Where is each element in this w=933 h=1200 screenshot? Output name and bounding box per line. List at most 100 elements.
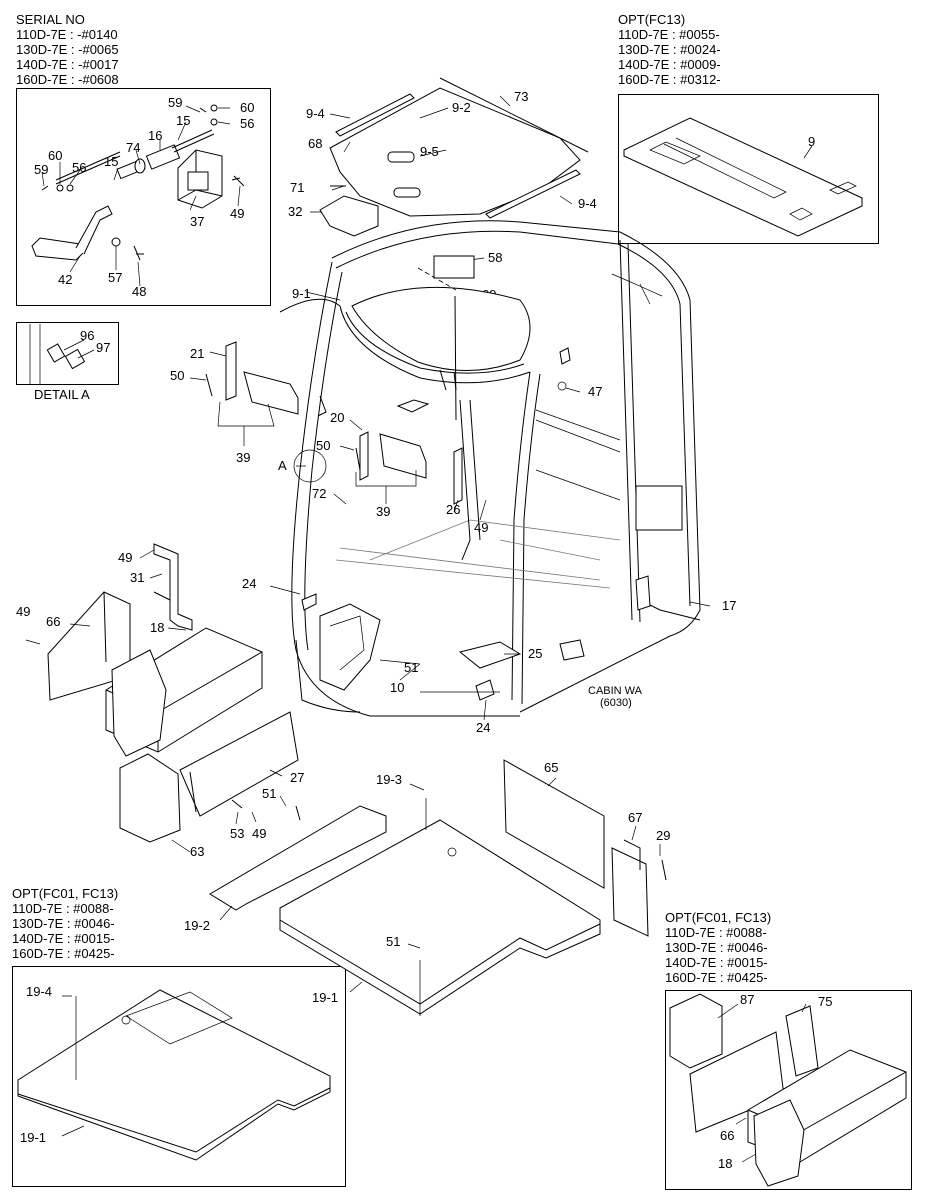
- opt-fc01-left-floor: 19-4 19-1: [17, 984, 331, 1161]
- opt-fc01-right-line: 160D-7E : #0425-: [665, 970, 768, 985]
- opt-fc13-title: OPT(FC13): [618, 12, 686, 27]
- opt-fc01-right-console: 87 75 66 18: [669, 992, 907, 1187]
- callout-9-1: 9-1: [292, 286, 311, 301]
- callout-56: 56: [240, 116, 254, 131]
- pedal-assembly: [31, 104, 245, 261]
- callout-19-3: 19-3: [376, 772, 402, 787]
- detail-a-view: 96 97: [29, 324, 110, 384]
- opt-fc01-left-block: OPT(FC01, FC13)110D-7E : #0088-130D-7E :…: [12, 886, 118, 961]
- callout-31: 31: [130, 570, 144, 585]
- opt-fc01-left-line: 110D-7E : #0088-: [12, 901, 114, 916]
- roof-callouts: 9-4 68 9-2 73 9-5 9-4 71 32 58 9-1 69: [288, 89, 597, 302]
- callout-58: 58: [488, 250, 502, 265]
- callout-9-4: 9-4: [306, 106, 325, 121]
- callout-63: 63: [190, 844, 204, 859]
- callout-17: 17: [722, 598, 736, 613]
- roof-panels: [319, 77, 589, 237]
- callout-72: 72: [312, 486, 326, 501]
- callout-50: 50: [316, 438, 330, 453]
- callout-53: 53: [230, 826, 244, 841]
- detail-a-caption: DETAIL A: [34, 387, 90, 402]
- callout-18: 18: [718, 1156, 732, 1171]
- opt-fc01-left-line: 160D-7E : #0425-: [12, 946, 115, 961]
- callout-26: 26: [446, 502, 460, 517]
- callout-24: 24: [242, 576, 256, 591]
- callout-27: 27: [290, 770, 304, 785]
- callout-39: 39: [376, 504, 390, 519]
- callout-51: 51: [386, 934, 400, 949]
- callout-19-2: 19-2: [184, 918, 210, 933]
- callout-15: 15: [176, 113, 190, 128]
- callout-49: 49: [230, 206, 244, 221]
- callout-19-1: 19-1: [312, 990, 338, 1005]
- detail-a-frame: [16, 322, 119, 385]
- callout-24: 24: [476, 720, 490, 735]
- serial-no-title: SERIAL NO: [16, 12, 85, 27]
- opt-fc13-line: 160D-7E : #0312-: [618, 72, 721, 87]
- callout-39: 39: [236, 450, 250, 465]
- callout-97: 97: [96, 340, 110, 355]
- callout-9-2: 9-2: [452, 100, 471, 115]
- callout-49: 49: [474, 520, 488, 535]
- opt-fc01-left-line: 140D-7E : #0015-: [12, 931, 115, 946]
- callout-73: 73: [514, 89, 528, 104]
- callout-9: 9: [808, 134, 815, 149]
- floor-plates: [209, 798, 601, 1016]
- callout-19-4: 19-4: [26, 984, 52, 999]
- callout-48: 48: [132, 284, 146, 299]
- callout-25: 25: [528, 646, 542, 661]
- cabin-callouts: 21 50 39 47 20 50 A 39 72 26 49 24 51 10…: [170, 346, 736, 735]
- callout-51: 51: [262, 786, 276, 801]
- cabin-frame: [279, 220, 701, 717]
- callout-60: 60: [48, 148, 62, 163]
- callout-42: 42: [58, 272, 72, 287]
- callout-66: 66: [720, 1128, 734, 1143]
- opt-fc01-right-frame: [665, 990, 912, 1190]
- callout-49: 49: [252, 826, 266, 841]
- callout-10: 10: [390, 680, 404, 695]
- callout-65: 65: [544, 760, 558, 775]
- opt-fc01-right-line: 140D-7E : #0015-: [665, 955, 768, 970]
- pedal-callouts: 59 60 56 15 74 16 60 56 59 15 37 49 42 5…: [34, 95, 254, 299]
- opt-fc01-right-block: OPT(FC01, FC13)110D-7E : #0088-130D-7E :…: [665, 910, 771, 985]
- opt-fc13-block: OPT(FC13)110D-7E : #0055-130D-7E : #0024…: [618, 12, 721, 87]
- opt-fc13-line: 140D-7E : #0009-: [618, 57, 721, 72]
- side-console: [47, 543, 301, 843]
- callout-47: 47: [588, 384, 602, 399]
- floor-callouts: 19-3 65 67 29 19-2 51 19-1: [184, 760, 670, 1005]
- serial-no-line: 110D-7E : -#0140: [16, 27, 118, 42]
- callout-60: 60: [240, 100, 254, 115]
- opt-fc01-left-frame: [12, 966, 346, 1187]
- cabin-caption-code: (6030): [600, 697, 632, 709]
- callout-59: 59: [168, 95, 182, 110]
- callout-71: 71: [290, 180, 304, 195]
- side-console-callouts: 49 31 49 66 18 27 51 53 49 63: [16, 549, 304, 859]
- callout-20: 20: [330, 410, 344, 425]
- callout-50: 50: [170, 368, 184, 383]
- callout-18: 18: [150, 620, 164, 635]
- callout-67: 67: [628, 810, 642, 825]
- cabin-caption: CABIN WA: [588, 685, 643, 697]
- pedal-detail-frame: [16, 88, 271, 306]
- opt-fc01-right-title: OPT(FC01, FC13): [665, 910, 772, 925]
- callout-49: 49: [118, 550, 132, 565]
- callout-74: 74: [126, 140, 140, 155]
- serial-no-line: 130D-7E : -#0065: [16, 42, 119, 57]
- callout-68: 68: [308, 136, 322, 151]
- callout-57: 57: [108, 270, 122, 285]
- opt-fc01-left-line: 130D-7E : #0046-: [12, 916, 115, 931]
- opt-fc13-roof-panel: 9: [623, 117, 863, 237]
- callout-19-1: 19-1: [20, 1130, 46, 1145]
- opt-fc13-line: 130D-7E : #0024-: [618, 42, 721, 57]
- callout-75: 75: [818, 994, 832, 1009]
- callout-66: 66: [46, 614, 60, 629]
- serial-no-line: 160D-7E : -#0608: [16, 72, 119, 87]
- callout-59: 59: [34, 162, 48, 177]
- callout-9-4: 9-4: [578, 196, 597, 211]
- callout-15: 15: [104, 154, 118, 169]
- opt-fc01-right-line: 110D-7E : #0088-: [665, 925, 767, 940]
- callout-96: 96: [80, 328, 94, 343]
- callout-16: 16: [148, 128, 162, 143]
